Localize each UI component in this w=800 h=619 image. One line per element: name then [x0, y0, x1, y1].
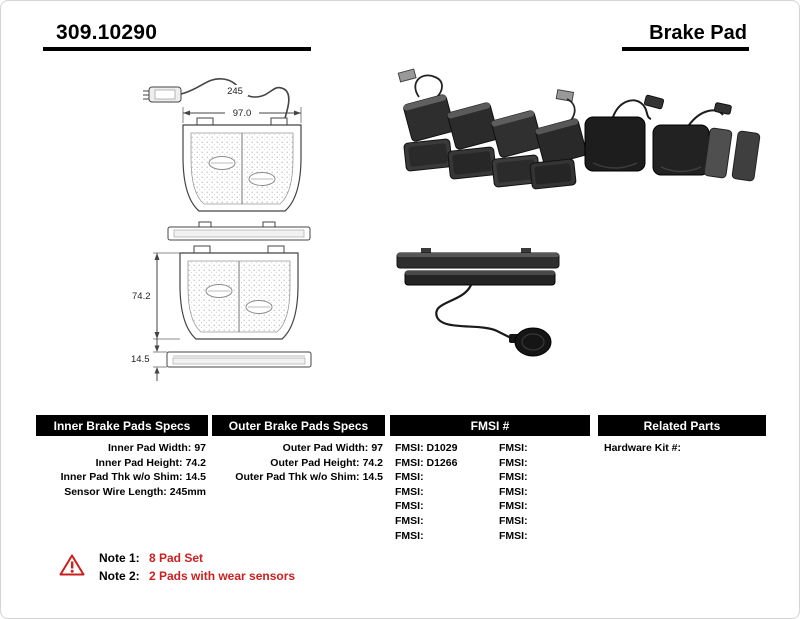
fmsi-cell: FMSI:	[499, 456, 528, 469]
pad-top-view-drawing	[167, 221, 311, 241]
width-dimension: 97.0	[182, 107, 302, 123]
inner-specs-table: Inner Brake Pads Specs Inner Pad Width:9…	[36, 415, 208, 499]
pad-front-height-drawing	[179, 245, 299, 340]
fmsi-cell: FMSI:	[499, 514, 528, 527]
wire-length-label: 245	[227, 86, 243, 97]
note-2: Note 2: 2 Pads with wear sensors	[99, 569, 296, 583]
fmsi-cell: FMSI:	[499, 442, 528, 454]
outer-spec-row: Outer Pad Height:74.2	[270, 456, 383, 469]
height-dimension: 74.2	[132, 252, 180, 340]
inner-spec-row: Sensor Wire Length:245mm	[64, 485, 206, 498]
header-rule-right	[622, 47, 749, 51]
outer-specs-header: Outer Brake Pads Specs	[212, 415, 385, 436]
fmsi-header: FMSI #	[390, 415, 590, 436]
fmsi-cell: FMSI:	[499, 471, 528, 484]
pad-set-photo	[397, 68, 587, 190]
pad-width-label: 97.0	[233, 108, 252, 119]
sensor-wire-drawing: 245	[143, 78, 290, 119]
sensor-pads-photo	[584, 94, 761, 182]
fmsi-cell: FMSI:	[395, 485, 424, 498]
outer-spec-row: Outer Pad Width:97	[282, 442, 383, 454]
notes-section: Note 1: 8 Pad Set Note 2: 2 Pads with we…	[59, 549, 295, 585]
outer-spec-row: Outer Pad Thk w/o Shim:14.5	[235, 471, 383, 484]
fmsi-cell: FMSI: D1029	[395, 442, 458, 454]
pad-edge-view-drawing	[166, 351, 312, 368]
inner-spec-row: Inner Pad Height:74.2	[95, 456, 206, 469]
pad-thickness-label: 14.5	[131, 354, 150, 365]
fmsi-cell: FMSI: D1266	[395, 456, 458, 469]
inner-spec-row: Inner Pad Thk w/o Shim:14.5	[60, 471, 206, 484]
fmsi-cell: FMSI:	[499, 500, 528, 513]
related-parts-table: Related Parts Hardware Kit #:	[598, 415, 766, 456]
thickness-dimension: 14.5	[131, 339, 167, 381]
product-type-title: Brake Pad	[649, 22, 747, 44]
fmsi-table: FMSI # FMSI: D1029 FMSI: FMSI: D1266 FMS…	[390, 415, 590, 543]
fmsi-cell: FMSI:	[395, 471, 424, 484]
note-1: Note 1: 8 Pad Set	[99, 551, 204, 565]
part-number: 309.10290	[56, 21, 158, 44]
pad-height-label: 74.2	[132, 291, 151, 302]
fmsi-cell: FMSI:	[395, 500, 424, 513]
related-parts-row: Hardware Kit #:	[604, 442, 682, 454]
fmsi-cell: FMSI:	[499, 529, 528, 542]
fmsi-cell: FMSI:	[499, 485, 528, 498]
pad-front-drawing	[182, 117, 302, 212]
fmsi-cell: FMSI:	[395, 529, 424, 542]
related-parts-header: Related Parts	[598, 415, 766, 436]
warning-icon	[59, 553, 85, 582]
pad-stack-sensor-photo	[396, 248, 560, 357]
inner-spec-row: Inner Pad Width:97	[107, 442, 206, 454]
header-rule-left	[43, 47, 311, 51]
fmsi-cell: FMSI:	[395, 514, 424, 527]
inner-specs-header: Inner Brake Pads Specs	[36, 415, 208, 436]
outer-specs-table: Outer Brake Pads Specs Outer Pad Width:9…	[212, 415, 385, 485]
